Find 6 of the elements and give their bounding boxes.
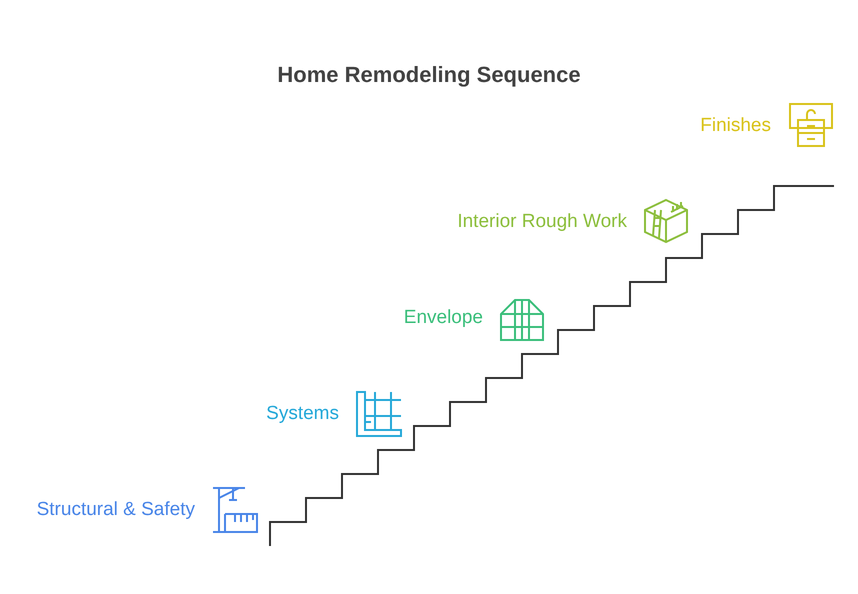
step-label: Envelope xyxy=(404,307,483,329)
step-label: Interior Rough Work xyxy=(457,211,627,233)
step-label: Finishes xyxy=(700,115,771,137)
title: Home Remodeling Sequence xyxy=(277,62,581,88)
step-label: Systems xyxy=(266,403,339,425)
step-label: Structural & Safety xyxy=(36,499,195,521)
